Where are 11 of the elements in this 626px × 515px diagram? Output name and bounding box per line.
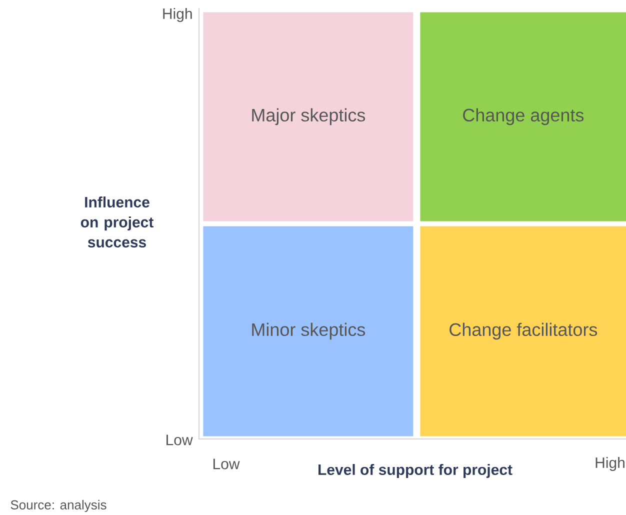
axis-label: High <box>596 457 624 471</box>
axis-label: High <box>163 8 192 22</box>
quadrant-box: Major skeptics <box>203 12 414 222</box>
axis-label: Influence on project success <box>80 196 154 248</box>
axis-label: Source: analysis <box>10 500 106 512</box>
quadrant-box: Minor skeptics <box>203 226 414 436</box>
quadrant-box: Change agents <box>420 12 626 222</box>
axis-label: Level of support for project <box>318 464 512 478</box>
quadrant-box: Change facilitators <box>420 226 626 436</box>
axis-label: Low <box>213 458 240 470</box>
axis-label: Low <box>166 434 193 446</box>
